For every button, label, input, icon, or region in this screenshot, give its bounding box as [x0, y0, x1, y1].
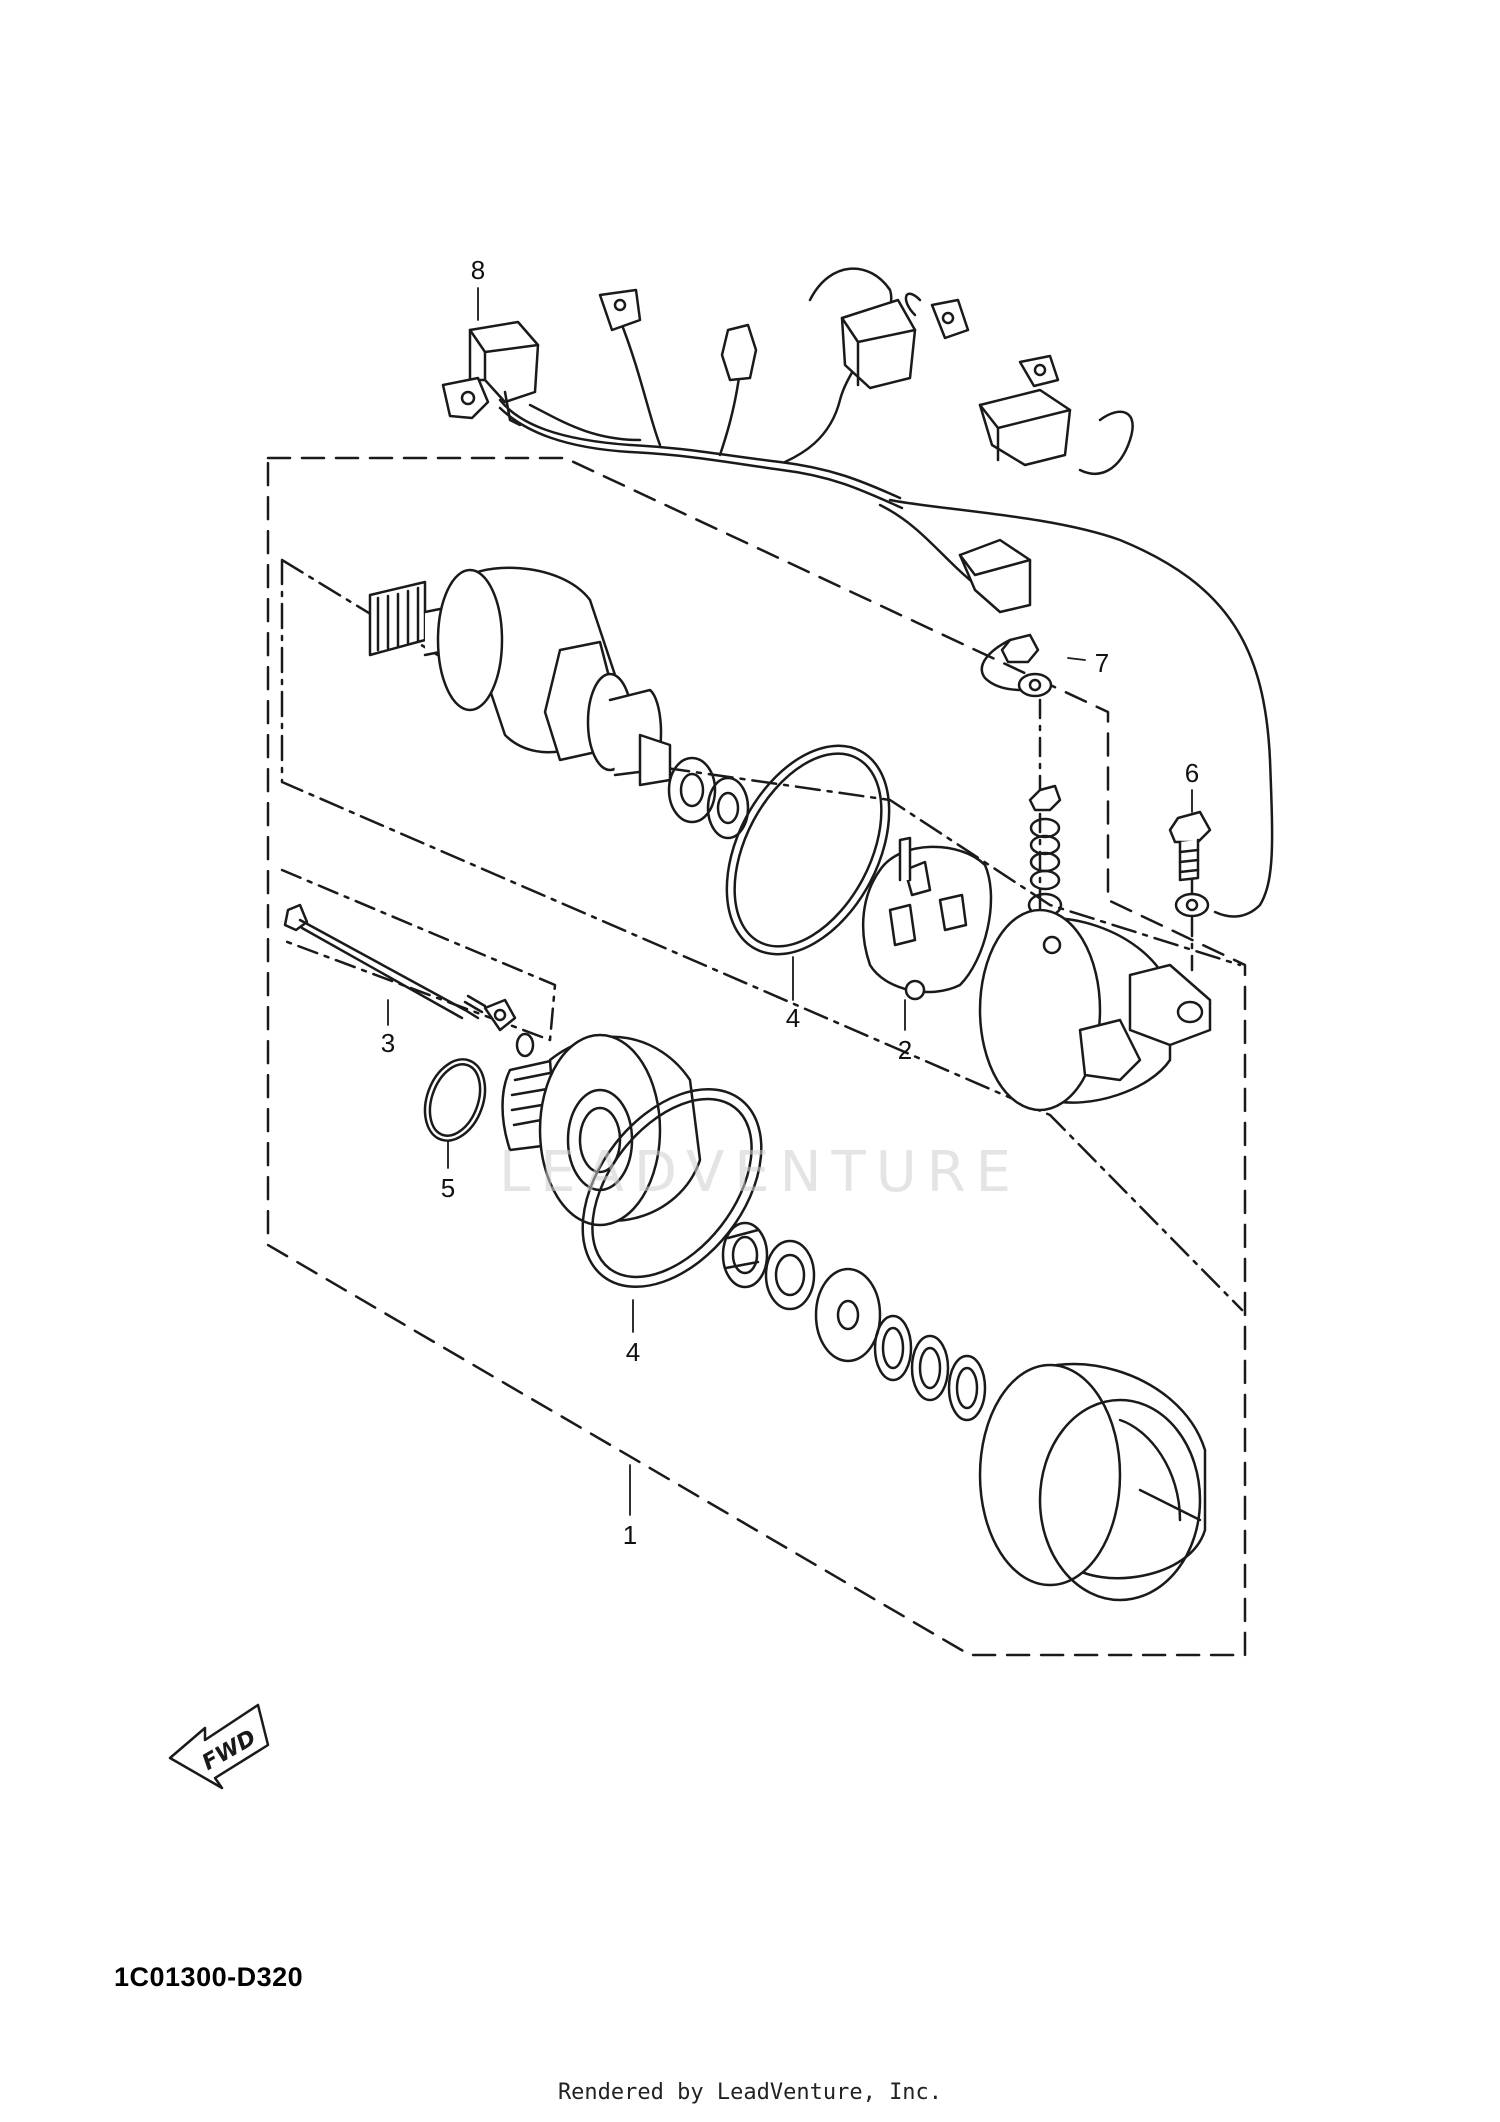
- washer-stack: [1027, 784, 1063, 918]
- o-ring-4-upper: [725, 744, 891, 956]
- callout-3: 3: [380, 1028, 396, 1058]
- callout-6: 6: [1184, 758, 1200, 788]
- fwd-arrow: FWD: [168, 1703, 270, 1790]
- nut-7: [1000, 633, 1053, 698]
- o-ring-5: [423, 1058, 487, 1142]
- diagram-part-code: 1C01300-D320: [114, 1962, 304, 1992]
- rear-cover: [978, 908, 1212, 1112]
- callout-4-lower: 4: [625, 1337, 641, 1367]
- bolt-boundary: [280, 868, 557, 1042]
- brush-holder-2: [861, 836, 993, 1001]
- callout-5: 5: [440, 1173, 456, 1203]
- callout-7: 7: [1094, 648, 1110, 678]
- armature: [368, 566, 672, 787]
- armature-washers: [667, 756, 750, 840]
- yoke-housing: [978, 1362, 1207, 1602]
- render-credit: Rendered by LeadVenture, Inc.: [557, 2080, 943, 2105]
- callout-8: 8: [470, 255, 486, 285]
- bolt-6: [1168, 810, 1212, 918]
- front-cover: [501, 1033, 702, 1227]
- assembly-boundary-outer: [266, 456, 1247, 1657]
- terminal-lugs: [441, 288, 1060, 420]
- bearings-and-washers: [721, 1221, 987, 1422]
- callout-1: 1: [622, 1520, 638, 1550]
- watermark: LEADVENTURE: [498, 1140, 1022, 1205]
- long-bolt-3: [283, 903, 535, 1058]
- callout-4-upper: 4: [785, 1003, 801, 1033]
- cable-boots: [840, 298, 1072, 614]
- callout-leaders: [387, 287, 1193, 1516]
- callout-2: 2: [897, 1035, 913, 1065]
